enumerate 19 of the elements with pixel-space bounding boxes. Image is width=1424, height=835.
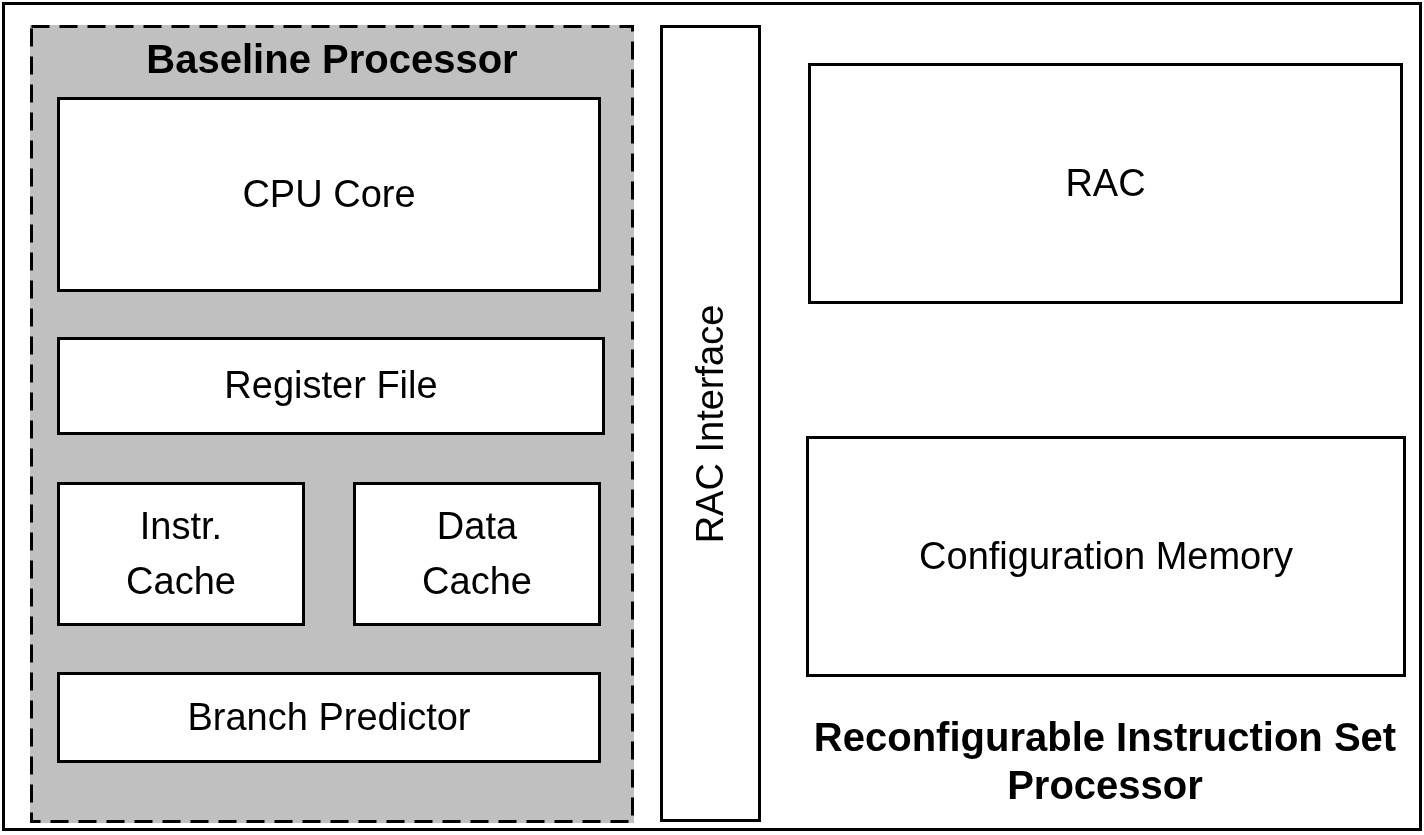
component-label: Configuration Memory xyxy=(918,533,1294,579)
component-box xyxy=(353,482,601,626)
component-box xyxy=(57,337,605,435)
component-box xyxy=(808,63,1403,304)
component-box xyxy=(57,97,601,292)
component-box xyxy=(57,672,601,763)
interface-bar xyxy=(660,25,761,822)
component-box xyxy=(57,482,305,626)
component-label: Instr. Cache xyxy=(125,503,237,604)
component-label: RAC xyxy=(1064,160,1147,206)
component-label: CPU Core xyxy=(241,171,417,217)
processor-group-box xyxy=(30,25,634,823)
diagram-heading: Reconfigurable Instruction Set Processor xyxy=(812,714,1398,809)
component-label: RAC Interface xyxy=(687,304,732,543)
component-label: Register File xyxy=(223,363,439,409)
component-box xyxy=(806,436,1406,677)
group-heading: Baseline Processor xyxy=(145,39,519,79)
component-label: Data Cache xyxy=(421,503,533,604)
component-label: Branch Predictor xyxy=(186,694,472,740)
